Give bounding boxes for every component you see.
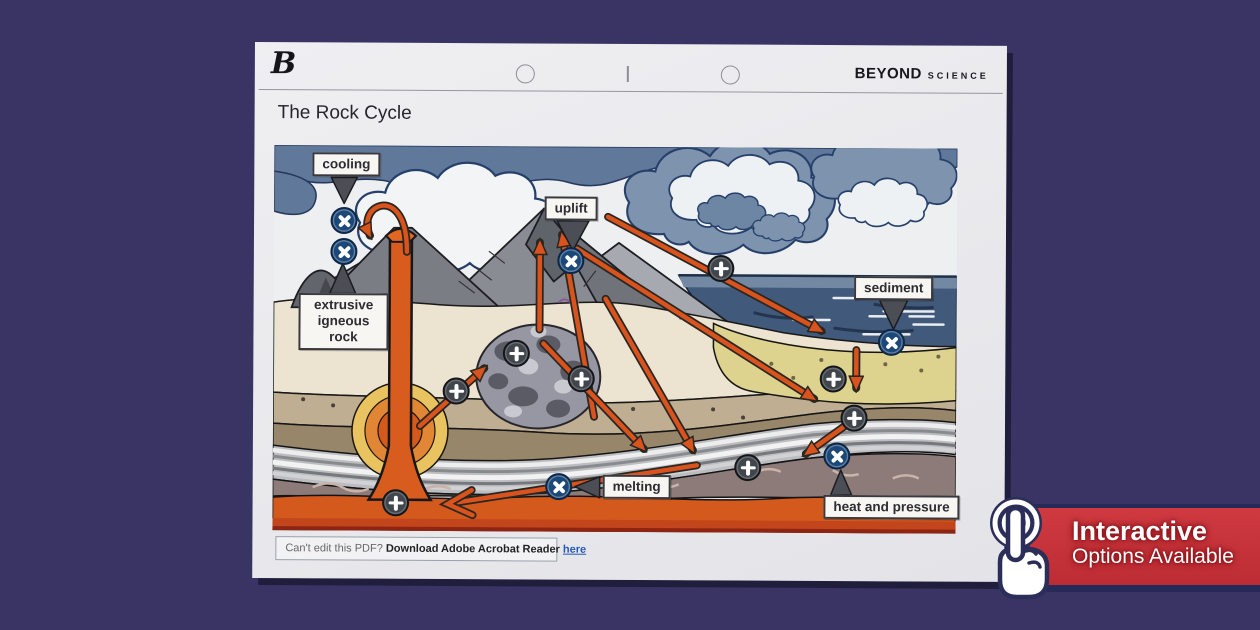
ribbon-subtitle: Options Available — [1072, 545, 1234, 569]
worksheet-page: B BEYOND SCIENCE The Rock Cycle — [252, 42, 1007, 582]
rock-cycle-art — [272, 145, 958, 534]
label-sediment: sediment — [854, 276, 934, 301]
plus-circle-button-6[interactable] — [840, 404, 868, 432]
label-melting: melting — [602, 474, 671, 500]
page-title: The Rock Cycle — [277, 102, 412, 124]
pdf-note-action: Download Adobe Acrobat Reader — [385, 542, 563, 556]
header-divider — [258, 89, 1003, 94]
tap-hand-cursor-icon — [972, 496, 1068, 606]
plus-circle-button-1[interactable] — [502, 339, 530, 367]
punch-hole-circle-left — [515, 64, 535, 84]
x-circle-button-melting[interactable] — [545, 473, 573, 501]
pdf-help-note: Can't edit this PDF? Download Adobe Acro… — [275, 536, 586, 562]
x-circle-button-uplift[interactable] — [557, 247, 585, 275]
x-circle-button-cooling-2[interactable] — [330, 237, 358, 266]
plus-circle-button-3[interactable] — [567, 365, 595, 393]
rock-cycle-diagram: cooling uplift sediment extrusive igneou… — [272, 145, 960, 534]
x-circle-button-sediment[interactable] — [877, 328, 906, 356]
label-extrusive-igneous-rock: extrusive igneous rock — [298, 292, 389, 350]
label-heat-and-pressure: heat and pressure — [823, 494, 960, 520]
registration-tick — [626, 65, 629, 82]
brand-name: BEYOND — [854, 65, 922, 83]
plus-circle-button-7[interactable] — [734, 454, 762, 482]
x-circle-button-cooling-1[interactable] — [330, 206, 358, 235]
interactive-ribbon: Interactive Options Available — [1030, 504, 1260, 592]
punch-hole-circle-right — [720, 65, 740, 85]
plus-circle-button-4[interactable] — [707, 254, 735, 283]
plus-circle-button-8[interactable] — [382, 489, 410, 517]
ribbon-title: Interactive — [1072, 516, 1208, 546]
brand-logo-icon: B — [270, 46, 297, 82]
plus-circle-button-5[interactable] — [819, 365, 847, 393]
brand-wordmark: BEYOND SCIENCE — [855, 65, 989, 84]
x-circle-button-heat-pressure[interactable] — [823, 442, 851, 470]
acrobat-download-link[interactable]: here — [562, 543, 587, 556]
label-cooling: cooling — [312, 152, 381, 177]
pdf-note-question: Can't edit this PDF? — [285, 542, 386, 555]
brand-suffix: SCIENCE — [927, 70, 989, 81]
label-uplift: uplift — [544, 196, 598, 221]
plus-circle-button-2[interactable] — [442, 377, 470, 405]
